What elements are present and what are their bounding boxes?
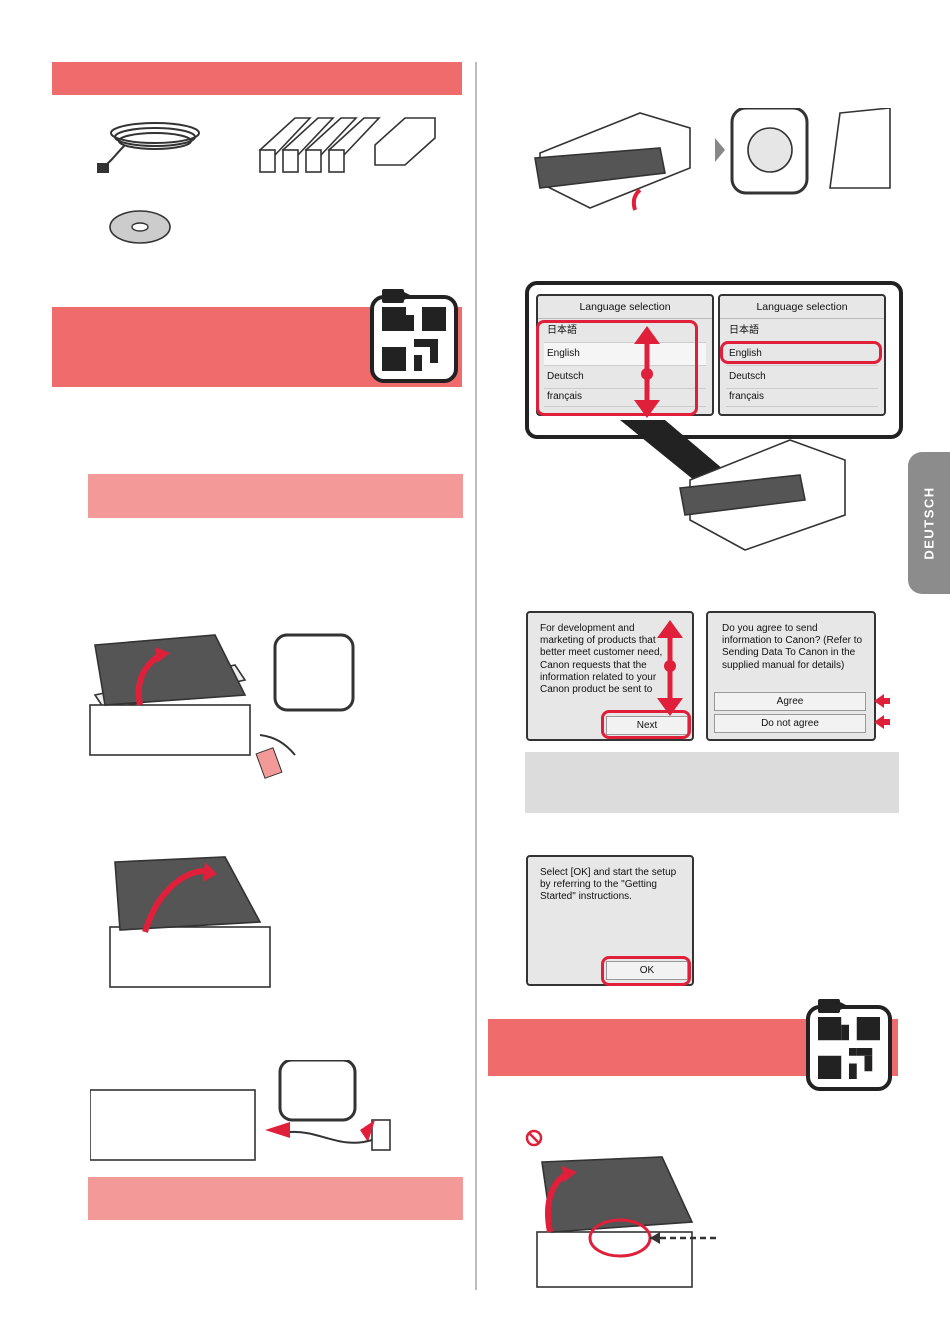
ok-screen: Select [OK] and start the setup by refer…: [526, 855, 694, 986]
note-band-1: [88, 474, 463, 518]
qr-code-video[interactable]: [806, 1005, 892, 1091]
prohibition-icon: [525, 1129, 543, 1147]
do-not-agree-button[interactable]: Do not agree: [714, 714, 866, 733]
ink-cartridges-illustration: [258, 117, 436, 173]
scroll-arrow-icon: [657, 620, 683, 716]
arrow-left-icon: [874, 715, 890, 729]
printer-open-illustration: [89, 633, 355, 779]
power-cord-illustration: [97, 122, 200, 173]
language-option-francais[interactable]: français: [726, 388, 878, 407]
language-screen-title: Language selection: [538, 296, 712, 319]
language-option-deutsch[interactable]: Deutsch: [726, 366, 878, 389]
note-band-grey: [525, 752, 899, 813]
language-option-deutsch[interactable]: Deutsch: [544, 366, 706, 389]
next-button[interactable]: Next: [606, 716, 688, 735]
language-screen-left: Language selection 日本語 English Deutsch f…: [536, 294, 714, 416]
cd-rom-illustration: [109, 210, 171, 244]
qr-code-video[interactable]: [370, 295, 458, 383]
printer-power-illustration: [534, 108, 891, 211]
video-camera-icon: [382, 289, 412, 303]
printer-holder-illustration: [536, 1156, 718, 1288]
scroll-arrow-icon: [634, 326, 660, 418]
language-option-japanese[interactable]: 日本語: [544, 320, 706, 343]
ok-button[interactable]: OK: [606, 961, 688, 980]
consent-screen-right: Do you agree to send information to Cano…: [706, 611, 876, 741]
side-tab-label: DEUTSCH: [921, 486, 937, 560]
language-screen-title: Language selection: [720, 296, 884, 319]
language-side-tab: DEUTSCH: [908, 452, 950, 594]
column-divider: [475, 62, 477, 1290]
video-camera-icon: [818, 999, 848, 1013]
english-option-highlight: [720, 341, 882, 364]
language-option-english[interactable]: English: [544, 343, 706, 366]
agree-button[interactable]: Agree: [714, 692, 866, 711]
language-option-japanese[interactable]: 日本語: [726, 320, 878, 343]
section-header-contents: [52, 62, 462, 95]
language-list-highlight: [536, 320, 698, 416]
language-option-francais[interactable]: français: [544, 388, 706, 407]
language-option-english[interactable]: English: [726, 343, 878, 366]
consent-message: For development and marketing of product…: [540, 623, 663, 695]
power-connect-illustration: [90, 1060, 391, 1161]
consent-question: Do you agree to send information to Cano…: [722, 623, 863, 671]
note-band-2: [88, 1177, 463, 1220]
ok-message: Select [OK] and start the setup by refer…: [540, 867, 677, 903]
arrow-left-icon: [874, 694, 890, 708]
next-button-highlight: [601, 710, 691, 739]
printer-close-illustration: [109, 856, 271, 988]
printer-panel-illustration: [620, 420, 846, 551]
ok-button-highlight: [601, 956, 691, 986]
